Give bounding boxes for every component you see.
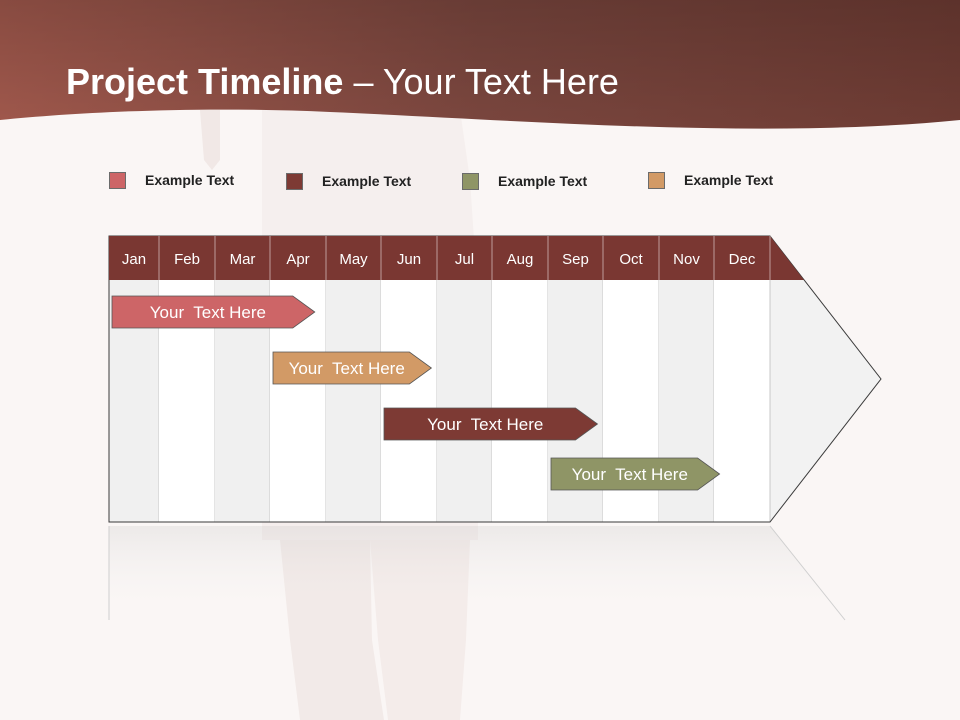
legend-label: Example Text (322, 173, 412, 189)
legend-item-1: Example Text (109, 170, 234, 190)
month-column (326, 280, 381, 522)
legend-label: Example Text (145, 172, 235, 188)
legend-swatch (648, 171, 665, 189)
legend-item-3: Example Text (462, 171, 587, 191)
month-label-jul: Jul (455, 251, 474, 268)
task-label-4: Your Text Here (572, 465, 688, 484)
legend-item-2: Example Text (286, 171, 411, 191)
month-label-nov: Nov (673, 251, 700, 268)
task-label-3: Your Text Here (427, 415, 543, 434)
task-bar-3 (383, 407, 599, 441)
task-bar-4 (550, 457, 721, 491)
month-column (714, 280, 770, 522)
month-label-sep: Sep (562, 251, 589, 268)
task-label-2: Your Text Here (289, 359, 405, 378)
month-label-jan: Jan (122, 251, 146, 268)
month-label-jun: Jun (397, 251, 421, 268)
task-bar-1 (111, 295, 316, 329)
month-column (437, 280, 492, 522)
legend-swatch (462, 172, 479, 190)
month-label-may: May (339, 251, 368, 268)
month-label-feb: Feb (174, 251, 200, 268)
reflection-edge (769, 525, 846, 621)
title-bold: Project Timeline (66, 61, 344, 102)
legend-swatch (286, 172, 303, 190)
slide-title: Project Timeline – Your Text Here (66, 60, 619, 104)
month-label-dec: Dec (729, 251, 756, 268)
task-bar-2 (272, 351, 433, 385)
month-label-apr: Apr (286, 251, 309, 268)
legend-label: Example Text (498, 173, 588, 189)
legend-item-4: Example Text (648, 170, 773, 190)
task-label-1: Your Text Here (150, 303, 266, 322)
month-label-mar: Mar (230, 251, 256, 268)
reflection-fill (109, 526, 845, 620)
month-column (381, 280, 437, 522)
month-column (492, 280, 548, 522)
legend-swatch (109, 171, 126, 189)
month-header: Jan Feb Mar Apr May Jun Jul Aug Sep Oct Nov Dec (109, 236, 804, 280)
month-label-aug: Aug (507, 251, 534, 268)
title-subtitle: – Your Text Here (343, 61, 619, 102)
month-label-oct: Oct (619, 251, 643, 268)
month-header-bar (109, 236, 804, 280)
timeline-reflection (108, 525, 846, 621)
legend-label: Example Text (684, 172, 774, 188)
